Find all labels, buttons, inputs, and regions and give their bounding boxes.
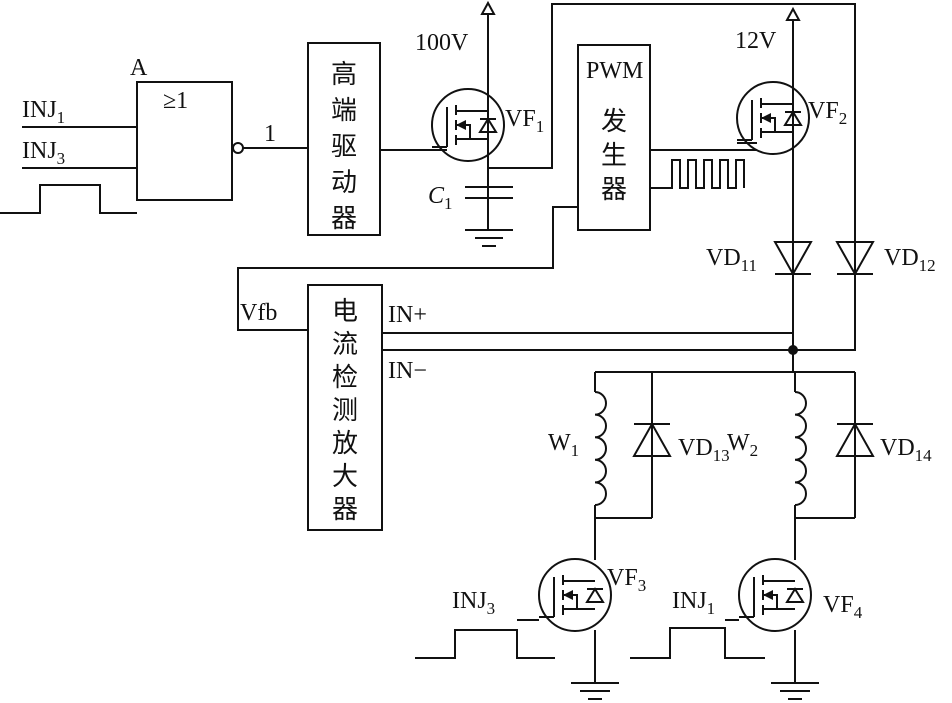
mosfet-gate	[737, 100, 753, 141]
label-vf2: VF2	[808, 98, 847, 128]
body-diode	[785, 587, 805, 603]
label-gate-symbol: ≥1	[163, 88, 188, 114]
amp-text: 流	[332, 330, 358, 360]
label-vf4: VF4	[823, 592, 863, 622]
junction-dot	[788, 345, 798, 355]
label-in-plus: IN+	[388, 302, 427, 328]
label-inj3: INJ3	[22, 138, 65, 168]
pwm-box	[577, 44, 651, 231]
wire-vfb	[237, 206, 578, 331]
mosfet-arrow	[763, 590, 773, 600]
label-inj1: INJ1	[22, 97, 65, 127]
mosfet-arrow	[761, 113, 771, 123]
mosfet-gate	[739, 577, 755, 618]
label-pwm: PWM	[586, 58, 643, 84]
arrow-100v	[480, 0, 496, 15]
driver-text: 端	[331, 96, 357, 126]
label-vd14: VD14	[880, 435, 932, 465]
pwm-waveform	[650, 149, 757, 189]
amp-text: 大	[332, 462, 358, 492]
driver-text: 驱	[331, 132, 357, 162]
amp-text: 检	[332, 363, 358, 393]
capacitor-c1	[465, 186, 513, 199]
body-diode	[783, 110, 803, 126]
label-gate-output: 1	[264, 121, 276, 147]
pulse-input	[0, 184, 137, 214]
wire-coil-top	[594, 371, 856, 560]
label-inj1-low: INJ1	[672, 588, 715, 618]
coil-w2	[794, 391, 807, 506]
high-side-driver-box	[307, 42, 381, 236]
diode-vd11	[773, 241, 813, 277]
label-vf1: VF1	[505, 106, 544, 136]
label-100v: 100V	[415, 30, 469, 56]
pwm-text: 发	[601, 107, 627, 137]
mosfet-circle	[538, 558, 612, 632]
mosfet-arrow	[563, 590, 573, 600]
amp-text: 放	[332, 429, 358, 459]
label-c1: C1	[428, 183, 453, 213]
arrow-12v	[785, 6, 801, 21]
label-gate-a: A	[130, 55, 148, 81]
label-vfb: Vfb	[240, 300, 277, 326]
components	[431, 81, 875, 632]
mosfet-circle	[431, 88, 505, 162]
diode-vd12	[835, 241, 875, 277]
mosfet-vf3	[538, 558, 612, 632]
wire-low-side	[594, 630, 796, 683]
label-12v: 12V	[735, 28, 777, 54]
inverter-bubble	[232, 142, 244, 154]
driver-text: 动	[331, 168, 357, 198]
ground-vf4	[771, 682, 819, 700]
label-inj3-low: INJ3	[452, 588, 495, 618]
label-in-minus: IN−	[388, 358, 427, 384]
mosfet-circle	[738, 558, 812, 632]
label-w2: W2	[727, 430, 758, 460]
mosfet-circle	[736, 81, 810, 155]
body-diode	[585, 587, 605, 603]
amp-text: 器	[332, 495, 358, 525]
wire-vf1-source	[488, 3, 856, 351]
wires	[0, 0, 856, 700]
driver-text: 器	[331, 204, 357, 234]
mosfet-arrow	[456, 120, 466, 130]
label-vd12: VD12	[884, 245, 936, 275]
label-vd13: VD13	[678, 435, 730, 465]
amp-text: 测	[332, 396, 358, 426]
ground-c1	[465, 229, 513, 247]
or-gate	[136, 81, 233, 201]
pulse-inj3	[415, 629, 555, 659]
amp-text: 电	[332, 297, 358, 327]
mosfet-vf4	[738, 558, 812, 632]
mosfet-vf2	[736, 81, 810, 155]
coil-w1	[594, 391, 607, 506]
current-amp-box	[307, 284, 383, 531]
label-w1: W1	[548, 430, 579, 460]
mosfet-gate	[539, 577, 555, 618]
mosfet-vf1	[431, 88, 505, 162]
diode-vd13	[632, 421, 672, 457]
ground-vf3	[571, 682, 619, 700]
pwm-text: 器	[601, 175, 627, 205]
label-vf3: VF3	[607, 565, 646, 595]
mosfet-gate	[432, 107, 448, 148]
diode-vd14	[835, 421, 875, 457]
body-diode	[478, 117, 498, 133]
pwm-text: 生	[601, 141, 627, 171]
label-vd11: VD11	[706, 245, 757, 275]
driver-text: 高	[331, 60, 357, 90]
labels: 100V 12V A ≥1 1 INJ1 INJ3 PWM Vfb IN+ IN…	[22, 28, 936, 622]
pulse-inj1	[630, 627, 765, 659]
